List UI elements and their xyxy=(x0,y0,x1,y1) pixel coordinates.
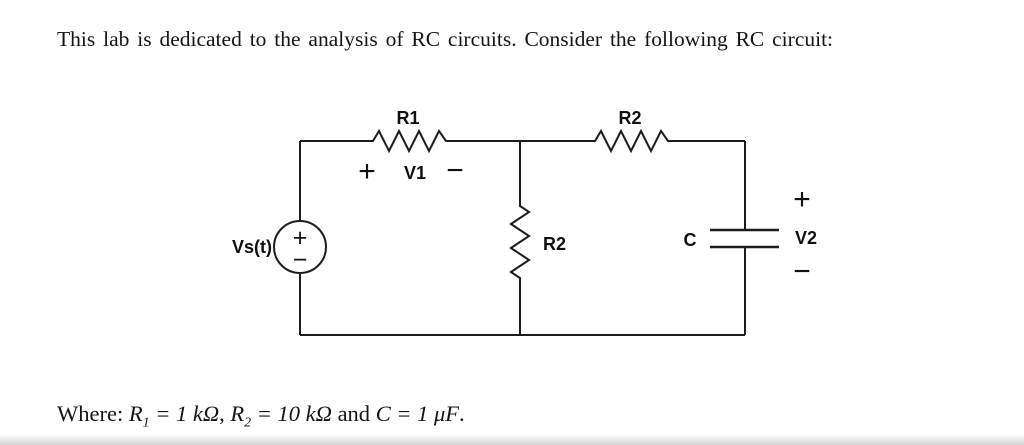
r1-label: R1 xyxy=(396,108,419,128)
intro-text: This lab is dedicated to the analysis of… xyxy=(57,27,834,51)
v1-plus-sign: + xyxy=(358,155,376,188)
footer-r2-term: R2 = 10 kΩ xyxy=(230,401,338,431)
footer-c-term: C = 1 μF xyxy=(375,401,460,426)
r2-top-label: R2 xyxy=(618,108,641,128)
source-plus-sign: + xyxy=(293,224,308,252)
v2-minus-sign: − xyxy=(793,255,811,288)
source-label: Vs(t) xyxy=(232,237,272,257)
footer-formula: Where: R1 = 1 kΩ, R2 = 10 kΩ and C = 1 μ… xyxy=(57,401,465,431)
footer-where: Where: xyxy=(57,401,129,426)
wire-shunt-branch xyxy=(509,141,531,335)
footer-r1-term: R1 = 1 kΩ, xyxy=(128,401,231,431)
footer-period: . xyxy=(459,401,465,426)
wire-top-with-resistors xyxy=(300,128,745,154)
v2-label: V2 xyxy=(795,228,817,248)
v1-label: V1 xyxy=(404,163,426,183)
capacitor-label: C xyxy=(684,230,697,250)
v2-plus-sign: + xyxy=(793,183,811,216)
v1-minus-sign: − xyxy=(446,154,464,187)
r2-shunt-label: R2 xyxy=(543,234,566,254)
footer-and: and xyxy=(337,401,376,426)
source-minus-sign: − xyxy=(293,246,308,274)
